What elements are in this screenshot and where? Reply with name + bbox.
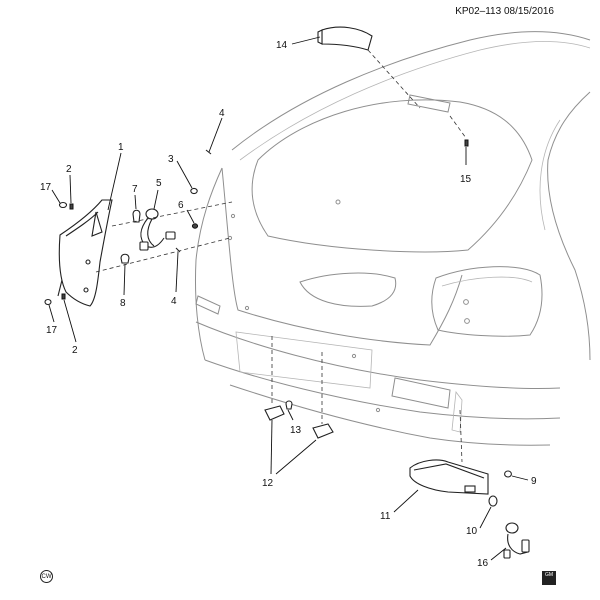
cw-icon: CW bbox=[40, 570, 53, 583]
callout-3: 3 bbox=[168, 154, 174, 165]
callout-13: 13 bbox=[290, 425, 302, 436]
vehicle-body-outline bbox=[194, 31, 591, 446]
license-lamp-bulb-part bbox=[285, 400, 293, 410]
stud-part bbox=[175, 149, 212, 253]
leader-lines bbox=[48, 36, 529, 561]
nut-6-part bbox=[191, 223, 199, 229]
tail-lamp-housing-part bbox=[57, 199, 113, 307]
lamp-socket-harness-part bbox=[139, 208, 176, 251]
callout-8: 8 bbox=[120, 298, 126, 309]
callout-9: 9 bbox=[531, 476, 537, 487]
callout-1: 1 bbox=[118, 142, 124, 153]
callout-10: 10 bbox=[466, 526, 478, 537]
rear-lamp-11-part bbox=[409, 459, 489, 495]
callout-16: 16 bbox=[477, 558, 489, 569]
nut-9-part bbox=[504, 470, 512, 478]
clip-part bbox=[61, 203, 74, 300]
callout-11: 11 bbox=[380, 511, 391, 522]
callout-15: 15 bbox=[460, 174, 472, 185]
callout-labels: 14 15 1 2 17 2 17 7 5 3 6 4 4 8 13 12 9 … bbox=[40, 40, 537, 569]
diagram-code-date: KP02–113 08/15/2016 bbox=[455, 6, 554, 17]
push-pin-part bbox=[44, 201, 68, 306]
callout-6: 6 bbox=[178, 200, 184, 211]
callout-7: 7 bbox=[132, 184, 138, 195]
bulb-7-part bbox=[132, 209, 141, 223]
callout-12: 12 bbox=[262, 478, 274, 489]
callout-2-top: 2 bbox=[66, 164, 72, 175]
callout-14: 14 bbox=[276, 40, 288, 51]
lamp-socket-16-part bbox=[503, 522, 530, 559]
high-mount-stop-lamp-part bbox=[317, 26, 373, 51]
license-lamp-part bbox=[264, 405, 334, 439]
installation-lines bbox=[95, 49, 467, 463]
chmsl-wiring-clip-part bbox=[464, 139, 469, 147]
callout-2-bottom: 2 bbox=[72, 345, 78, 356]
nut-3-part bbox=[190, 187, 198, 195]
callout-17-bottom: 17 bbox=[46, 325, 58, 336]
callout-5: 5 bbox=[156, 178, 162, 189]
gm-logo-icon: GM bbox=[542, 571, 556, 585]
callout-17-top: 17 bbox=[40, 182, 52, 193]
callout-4-top: 4 bbox=[219, 108, 225, 119]
bulb-10-part bbox=[488, 495, 498, 507]
callout-4-bottom: 4 bbox=[171, 296, 177, 307]
bulb-8-part bbox=[120, 253, 130, 264]
